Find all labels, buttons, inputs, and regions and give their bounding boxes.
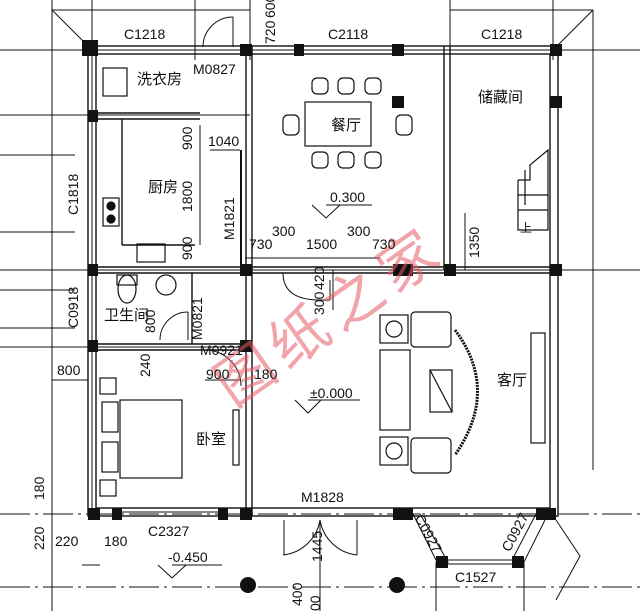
dim-420: 420 (311, 266, 327, 290)
door-label-m1821: M1821 (221, 197, 237, 240)
window-label-c1527: C1527 (455, 569, 497, 585)
dim-180-a: 180 (254, 366, 278, 382)
level-label-living: ±0.000 (310, 385, 353, 401)
stair-up-label: 上 (520, 221, 533, 235)
dim-00: 00 (307, 595, 323, 611)
door-label-m0821: M0821 (189, 297, 205, 340)
dim-300-c: 300 (311, 291, 327, 315)
dim-180-b: 180 (31, 476, 47, 500)
window-label-c1218-right: C1218 (481, 26, 523, 42)
level-label-outside: -0.450 (168, 549, 208, 565)
window-label-c2118: C2118 (328, 26, 369, 42)
dim-900-c: 900 (206, 366, 230, 382)
level-label-dining: 0.300 (330, 189, 366, 205)
room-label-living: 客厅 (497, 371, 528, 389)
dim-220-b: 220 (55, 533, 79, 549)
dim-600: 600 (262, 0, 278, 18)
dim-800: 800 (57, 362, 81, 378)
room-label-laundry: 洗衣房 (137, 70, 183, 88)
dim-1350: 1350 (466, 226, 482, 258)
room-label-bathroom: 卫生间 (104, 306, 150, 324)
room-label-bedroom: 卧室 (196, 430, 227, 448)
dim-220-a: 220 (31, 526, 47, 550)
dim-300-a: 300 (272, 223, 296, 239)
door-label-m0921: M0921 (200, 342, 243, 358)
window-label-c1218-left: C1218 (124, 26, 166, 42)
dim-400: 400 (289, 582, 305, 606)
dim-300-b: 300 (347, 223, 371, 239)
dim-900-a: 900 (179, 126, 195, 150)
dim-240: 240 (137, 353, 153, 377)
dim-180-c: 180 (104, 533, 128, 549)
dim-1500: 1500 (306, 236, 338, 252)
dim-720: 720 (262, 20, 278, 44)
room-label-storage: 储藏间 (478, 88, 524, 106)
dim-800-vertical: 800 (142, 309, 158, 333)
dim-730-a: 730 (249, 236, 273, 252)
door-label-m1828: M1828 (301, 489, 344, 505)
room-label-dining: 餐厅 (331, 116, 362, 134)
dim-1040: 1040 (208, 133, 240, 149)
window-label-c2327: C2327 (148, 523, 190, 539)
dim-1445: 1445 (309, 530, 325, 562)
dim-1800: 1800 (179, 180, 195, 212)
dim-900-b: 900 (179, 236, 195, 260)
dim-730-b: 730 (372, 236, 396, 252)
door-label-m0827: M0827 (193, 61, 236, 77)
window-label-c1818: C1818 (65, 173, 81, 215)
window-label-c0918: C0918 (65, 286, 81, 328)
room-label-kitchen: 厨房 (148, 178, 179, 196)
